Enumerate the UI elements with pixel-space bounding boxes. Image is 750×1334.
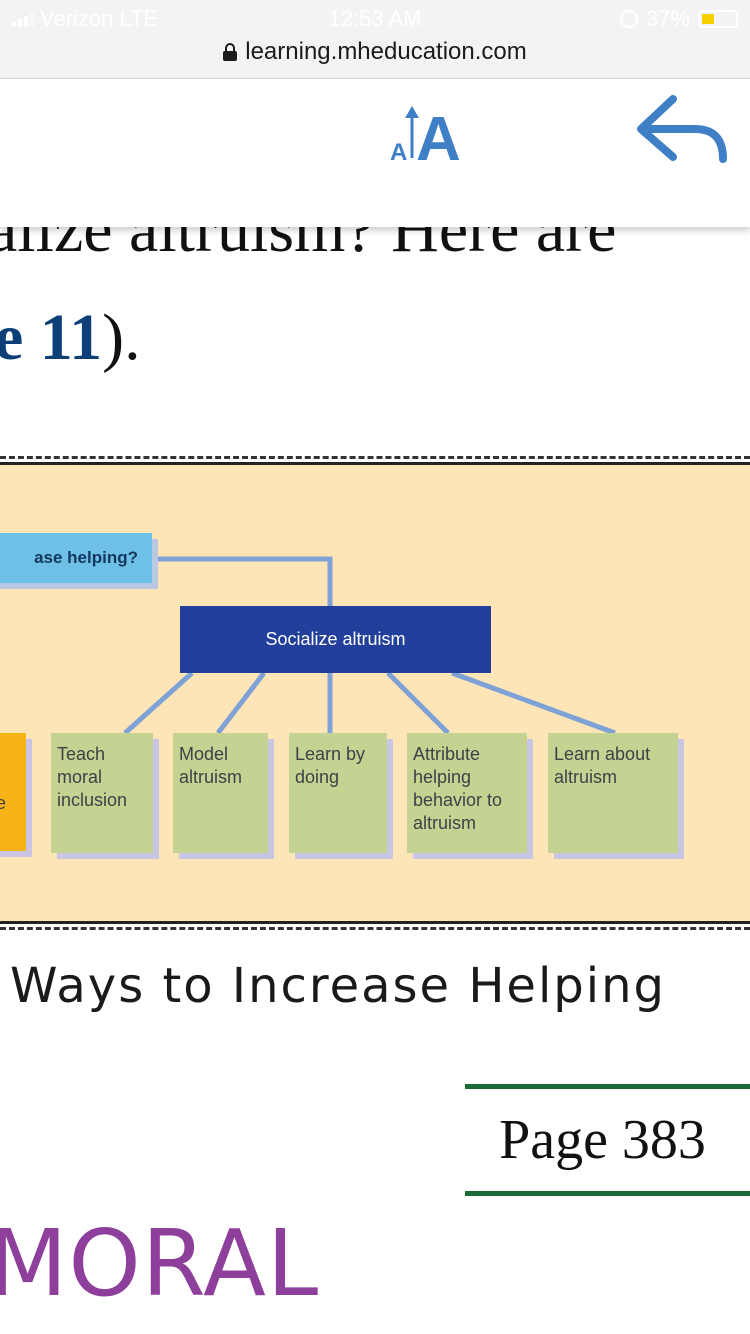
- body-text-end: ).: [102, 301, 141, 374]
- leaf-model-altruism: Model altruism: [173, 733, 268, 853]
- question-box: ase helping?: [0, 533, 152, 583]
- connector-leaf-4: [386, 671, 450, 735]
- figure-reference-link[interactable]: e 11: [0, 301, 103, 374]
- page-marker: Page 383: [465, 1084, 750, 1196]
- back-arrow-icon: [637, 95, 727, 163]
- figure-bottom-divider: [0, 927, 750, 930]
- section-heading: MORAL: [0, 1210, 320, 1317]
- back-button[interactable]: [635, 95, 731, 170]
- battery-fill: [702, 14, 714, 24]
- leaf-attribute-helping: Attribute helping behavior to altruism: [407, 733, 527, 853]
- connector-lines: [123, 556, 616, 736]
- connector-leaf-1: [123, 671, 194, 735]
- connector-leaf-5: [451, 670, 616, 736]
- carrier-area: Verizon LTE: [12, 6, 158, 32]
- svg-text:A: A: [390, 139, 407, 164]
- partial-leaf-box: e: [0, 733, 26, 851]
- connector-leaf-2: [216, 671, 266, 735]
- body-text-line-2: e 11).: [0, 300, 750, 380]
- clock: 12:53 AM: [328, 6, 422, 31]
- status-bar: Verizon LTE 12:53 AM 37% learning.mheduc…: [0, 0, 750, 79]
- figure-caption: Ways to Increase Helping: [10, 958, 666, 1014]
- leaf-teach-moral-inclusion: Teach moral inclusion: [51, 733, 153, 853]
- reader-toolbar: [0, 79, 750, 227]
- connector-question: [152, 556, 333, 606]
- carrier-label: Verizon LTE: [40, 6, 159, 31]
- signal-icon: [12, 11, 34, 27]
- figure-diagram: ase helping? Socialize altruism e Teach …: [0, 462, 750, 924]
- battery-area: 37%: [619, 6, 738, 32]
- rotation-lock-icon: [619, 10, 638, 28]
- url-text: learning.mheducation.com: [245, 38, 527, 65]
- figure-top-divider: [0, 456, 750, 459]
- padlock-icon: [223, 43, 238, 61]
- text-size-button[interactable]: A A: [390, 100, 472, 174]
- text-size-icon: A A: [390, 105, 461, 174]
- leaf-learn-about-altruism: Learn about altruism: [548, 733, 678, 853]
- leaf-learn-by-doing: Learn by doing: [289, 733, 387, 853]
- battery-icon: [698, 10, 738, 28]
- battery-percent: 37%: [645, 6, 690, 31]
- central-concept-box: Socialize altruism: [180, 606, 491, 673]
- address-bar[interactable]: learning.mheducation.com: [0, 38, 750, 66]
- page-number: Page 383: [499, 1109, 706, 1171]
- svg-text:A: A: [416, 105, 461, 164]
